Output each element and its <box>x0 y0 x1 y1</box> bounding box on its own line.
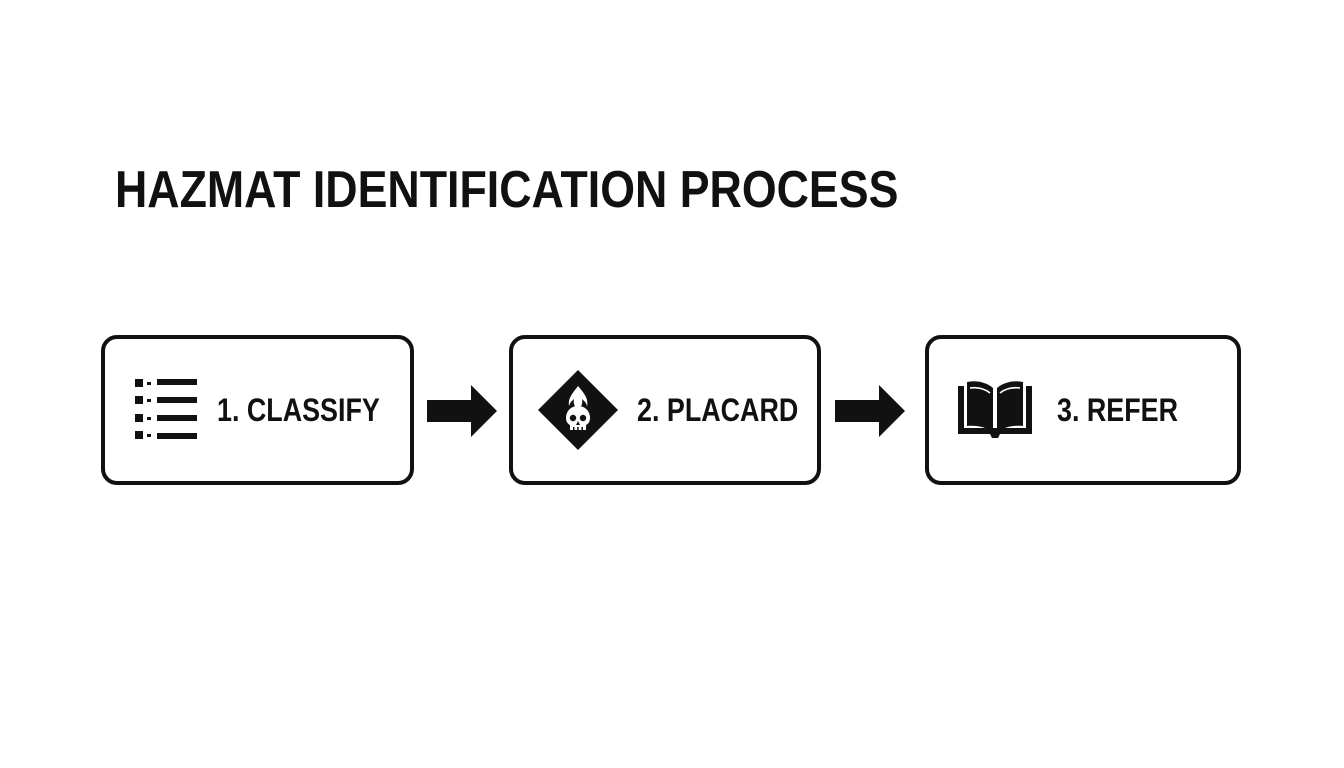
arrow-right-icon <box>835 385 905 437</box>
step-placard: 2. PLACARD <box>509 335 821 485</box>
list-icon <box>135 379 197 439</box>
step-label: 2. PLACARD <box>637 392 799 428</box>
step-label: 1. CLASSIFY <box>217 392 380 428</box>
hazard-placard-skull-flame-icon <box>538 370 618 450</box>
open-book-icon <box>958 381 1032 438</box>
step-refer: 3. REFER <box>925 335 1241 485</box>
step-label: 3. REFER <box>1057 392 1178 428</box>
diagram-title: HAZMAT IDENTIFICATION PROCESS <box>115 161 899 219</box>
step-classify: 1. CLASSIFY <box>101 335 414 485</box>
arrow-right-icon <box>427 385 497 437</box>
